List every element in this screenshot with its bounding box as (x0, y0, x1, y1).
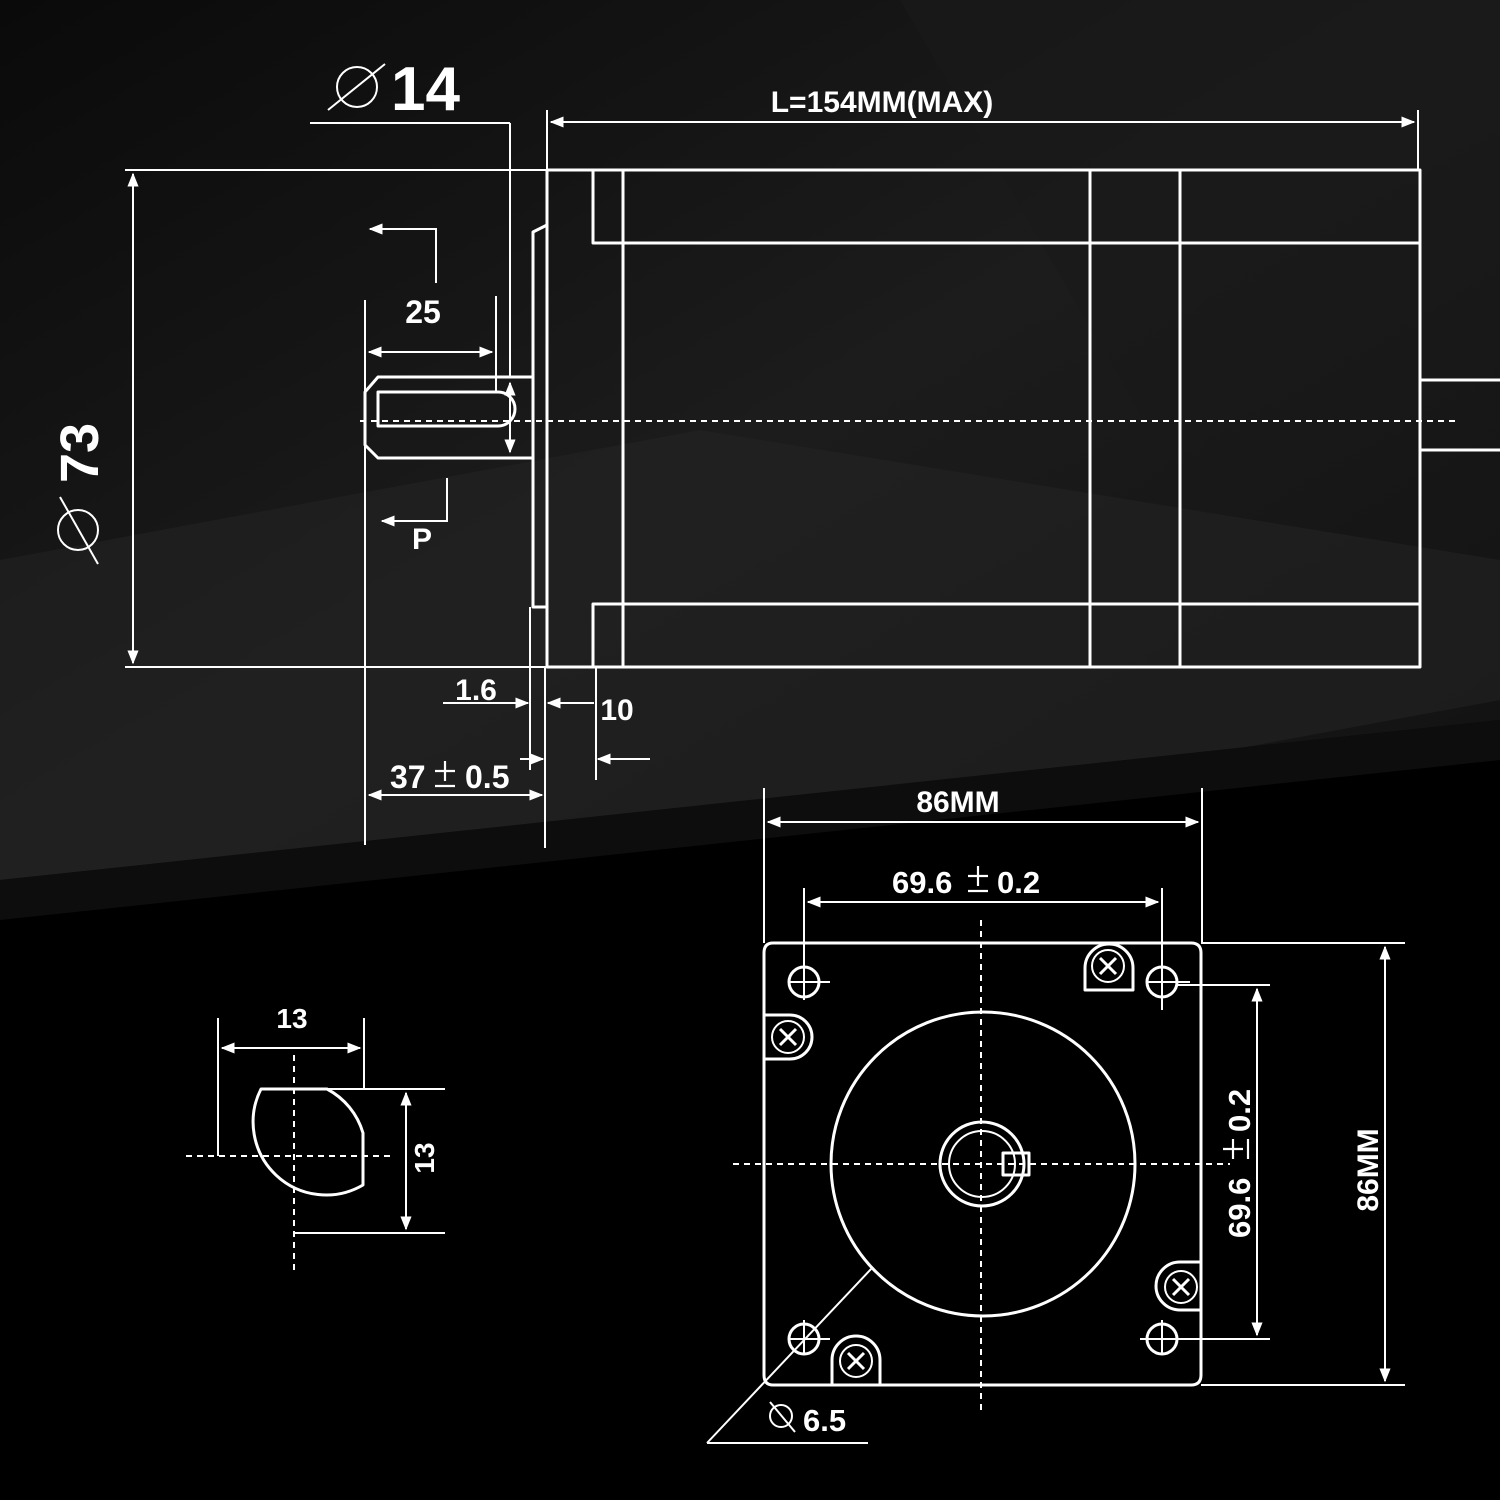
diameter-symbol (327, 63, 386, 111)
frame-outline (762, 941, 1203, 1387)
rear-shaft (1418, 378, 1500, 452)
screws (764, 942, 1201, 1385)
hole-spacing-h-tolerance: 0.2 (997, 865, 1040, 900)
hole-spacing-vertical-dimension: 69.6 0.2 (1222, 1089, 1257, 1238)
shaft-length-tolerance: 0.5 (465, 759, 509, 795)
pilot-circle (829, 1010, 1137, 1318)
shaft-length-dimension: 37 0.5 (390, 759, 509, 795)
key-position-label: P (412, 523, 432, 556)
hole-diameter-label: 6.5 (803, 1403, 846, 1438)
frame-width-label: 86MM (916, 786, 999, 819)
hole-diameter-callout: 6.5 (769, 1401, 846, 1438)
shaft-diameter-dimension: 14 (327, 55, 460, 124)
hole-spacing-horizontal-dimension: 69.6 0.2 (892, 865, 1040, 900)
shaft-key (1001, 1151, 1031, 1177)
frame-height-label: 86MM (1352, 1128, 1385, 1211)
shaft-diameter-label: 14 (391, 55, 460, 124)
diameter-symbol (57, 496, 99, 565)
flange-thickness-label: 10 (600, 694, 633, 727)
flange-step-label: 1.6 (455, 674, 497, 707)
front-shaft-inner (948, 1130, 1016, 1198)
plus-minus-symbol (435, 761, 455, 788)
hole-spacing-v-value: 69.6 (1222, 1178, 1257, 1238)
front-shaft-outer (938, 1120, 1026, 1208)
hole-spacing-h-value: 69.6 (892, 865, 952, 900)
length-label: L=154MM(MAX) (771, 86, 994, 119)
hole-spacing-v-tolerance: 0.2 (1222, 1089, 1257, 1132)
body-diameter-dimension: 73 (50, 423, 110, 565)
side-view: 73 14 L=154MM(MAX) 25 P (50, 55, 1500, 848)
shaft-width-label: 13 (276, 1003, 307, 1034)
shaft-section-outline (251, 1087, 365, 1197)
plus-minus-symbol (1223, 1139, 1250, 1159)
front-view: 86MM 69.6 0.2 69.6 0.2 (706, 786, 1405, 1444)
flange-boss (531, 223, 548, 609)
shaft-section-view: 13 13 (186, 1003, 445, 1270)
shaft-length-value: 37 (390, 759, 426, 795)
plus-minus-symbol (968, 866, 988, 893)
key-length-label: 25 (405, 294, 441, 330)
body-diameter-label: 73 (50, 423, 110, 483)
diameter-symbol (769, 1401, 796, 1433)
shaft-flat-height-label: 13 (409, 1142, 440, 1173)
